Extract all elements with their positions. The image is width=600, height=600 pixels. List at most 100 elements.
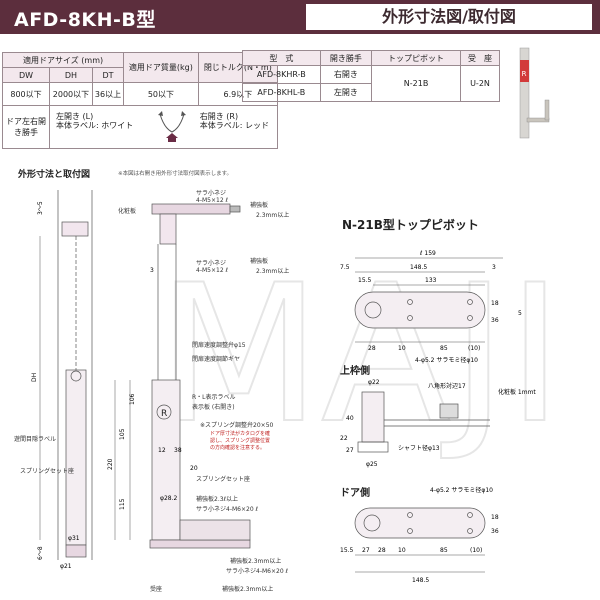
door-l28: 28: [378, 547, 386, 554]
h-door-size: 適用ドアサイズ (mm): [1, 52, 125, 68]
door-l85: 85: [440, 547, 448, 554]
h-dt: DT: [91, 67, 125, 83]
dim-dh: DH: [31, 373, 38, 382]
upper-d22: φ22: [368, 379, 380, 386]
section-title: 外形寸法と取付図: [18, 170, 91, 180]
left-side-view: [39, 190, 93, 560]
lbl-screw1: サラ小ネジ: [196, 190, 227, 197]
h-dh: DH: [49, 67, 93, 83]
lbl-seat: 受座: [150, 586, 163, 593]
lbl-plate4: 補強板2.3mm以上: [230, 558, 282, 565]
h-model: 型 式: [242, 50, 321, 66]
dim-12: 12: [158, 447, 166, 454]
h-dw: DW: [2, 67, 50, 83]
dim-106: 106: [129, 393, 136, 405]
upper-title: 上枠側: [340, 366, 370, 377]
photo-r-mark: R: [522, 70, 527, 78]
lbl-plate1b: 2.3mm以上: [256, 212, 290, 219]
n21b-holes: 4-φ5.2 サラモミ径φ10: [415, 356, 478, 364]
n21b-l5: 5: [518, 310, 522, 317]
n21b-l3: 3: [492, 264, 496, 271]
dim-3to5: 3～5: [37, 201, 44, 215]
hand-label: ドア左右開き勝手: [2, 105, 50, 149]
lbl-screw1b: 4-M5×12 ℓ: [196, 197, 229, 204]
n21b-l10b: (10): [468, 345, 480, 352]
lbl-rl2: 表示板 (右開き): [192, 404, 235, 411]
upper-cover: 化粧板 1mmt: [498, 388, 536, 396]
dim-phi31: φ31: [68, 535, 80, 542]
right-hand: 右開き (R): [199, 112, 239, 121]
upper-view: [357, 391, 490, 453]
val-dt: 36以上: [91, 82, 125, 106]
door-l36: 36: [491, 528, 499, 535]
dim-phi28: φ28.2: [160, 495, 178, 502]
lbl-warn2: 認し、スプリング調整位置: [210, 438, 271, 444]
seat-val: U-2N: [460, 65, 500, 102]
lbl-plate5: 補強板2.3mm以上: [222, 586, 274, 593]
door-holes: 4-φ5.2 サラモミ径φ10: [430, 486, 493, 494]
lbl-spring-set: スプリングセット座: [20, 468, 75, 475]
center-view: [114, 203, 251, 549]
door-l10b: (10): [470, 547, 482, 554]
n21b-l28: 28: [368, 345, 376, 352]
lbl-speed2: 閉扉速度調節ギヤ: [192, 356, 241, 363]
n21b-l10: 10: [398, 345, 406, 352]
dim-20: 20: [190, 465, 198, 472]
lbl-plate3: 補強板2.3ℓ以上: [196, 496, 239, 503]
lbl-screw4: サラ小ネジ4-M6×20 ℓ: [226, 568, 289, 575]
n21b-l85: 85: [440, 345, 448, 352]
lbl-plate1: 補強板: [250, 202, 269, 209]
dim-6to8: 6～8: [37, 546, 44, 560]
n21b-l36: 36: [491, 317, 499, 324]
watermark: MAJI: [157, 244, 563, 465]
door-l15_5: 15.5: [340, 547, 354, 554]
upper-l27: 27: [346, 447, 354, 454]
upper-shaft: シャフト径φ13: [398, 444, 440, 452]
lbl-cover: 化粧板: [118, 208, 137, 215]
lbl-spring-seat: スプリングセット座: [196, 476, 251, 483]
pivot-val: N-21B: [371, 65, 461, 102]
upper-l40: 40: [346, 415, 354, 422]
lbl-plate2b: 2.3mm以上: [256, 268, 290, 275]
lbl-warn1: ドア厚寸法がカタログを確: [210, 431, 271, 437]
lbl-warn3: の方向確認を注意する。: [210, 445, 266, 451]
n21b-l159: ℓ 159: [419, 250, 436, 257]
door-swing-icon: [158, 111, 186, 142]
lbl-spring-adj: ※スプリング調整弁20×50: [200, 422, 274, 429]
upper-l22: 22: [340, 435, 348, 442]
dim-38: 38: [174, 447, 182, 454]
upper-oct: 八角形対辺17: [428, 382, 466, 390]
hand-l: 左開き: [319, 83, 373, 102]
n21b-l18: 18: [491, 300, 499, 307]
dim-105: 105: [119, 428, 126, 440]
center-r-mark: R: [161, 409, 167, 419]
right-hand-sub: 本体ラベル: レッド: [199, 121, 269, 130]
door-l148_5: 148.5: [412, 577, 429, 584]
left-hand-sub: 本体ラベル: ホワイト: [56, 121, 134, 130]
door-l18: 18: [491, 514, 499, 521]
dim-115: 115: [119, 498, 126, 510]
val-dh: 2000以下: [49, 82, 93, 106]
lbl-speed1: 閉扉速度調整弁φ15: [192, 342, 246, 349]
lbl-screw3: サラ小ネジ4-M6×20 ℓ: [196, 506, 259, 513]
door-side-view: [354, 507, 486, 573]
n21b-l133: 133: [425, 277, 437, 284]
dim-3-center: 3: [150, 267, 154, 274]
val-dw: 800以下: [2, 82, 50, 106]
dim-phi21: φ21: [60, 563, 72, 570]
h-seat: 受 座: [460, 50, 500, 66]
lbl-door-label: 遊間目隠ラベル: [14, 436, 57, 443]
lbl-rl: R・L表示ラベル: [192, 394, 236, 401]
left-hand: 左開き (L): [56, 112, 94, 121]
header-bar: AFD-8KH-B型 外形寸法図/取付図: [0, 0, 600, 34]
upper-d25: φ25: [366, 461, 378, 468]
n21b-l15_5: 15.5: [358, 277, 372, 284]
lbl-screw2: サラ小ネジ: [196, 260, 227, 267]
hand-cell: 左開き (L) 本体ラベル: ホワイト 右開き (R) 本体ラベル: レッド: [49, 105, 278, 149]
n21b-plan: [354, 257, 503, 343]
lbl-plate2: 補強板: [250, 258, 269, 265]
spec-table: 適用ドアサイズ (mm) 適用ドア質量(kg) 閉じトルク(N・m) DW DH…: [1, 52, 279, 149]
h-hand: 開き勝手: [319, 50, 373, 66]
n21b-l7_5: 7.5: [340, 264, 350, 271]
